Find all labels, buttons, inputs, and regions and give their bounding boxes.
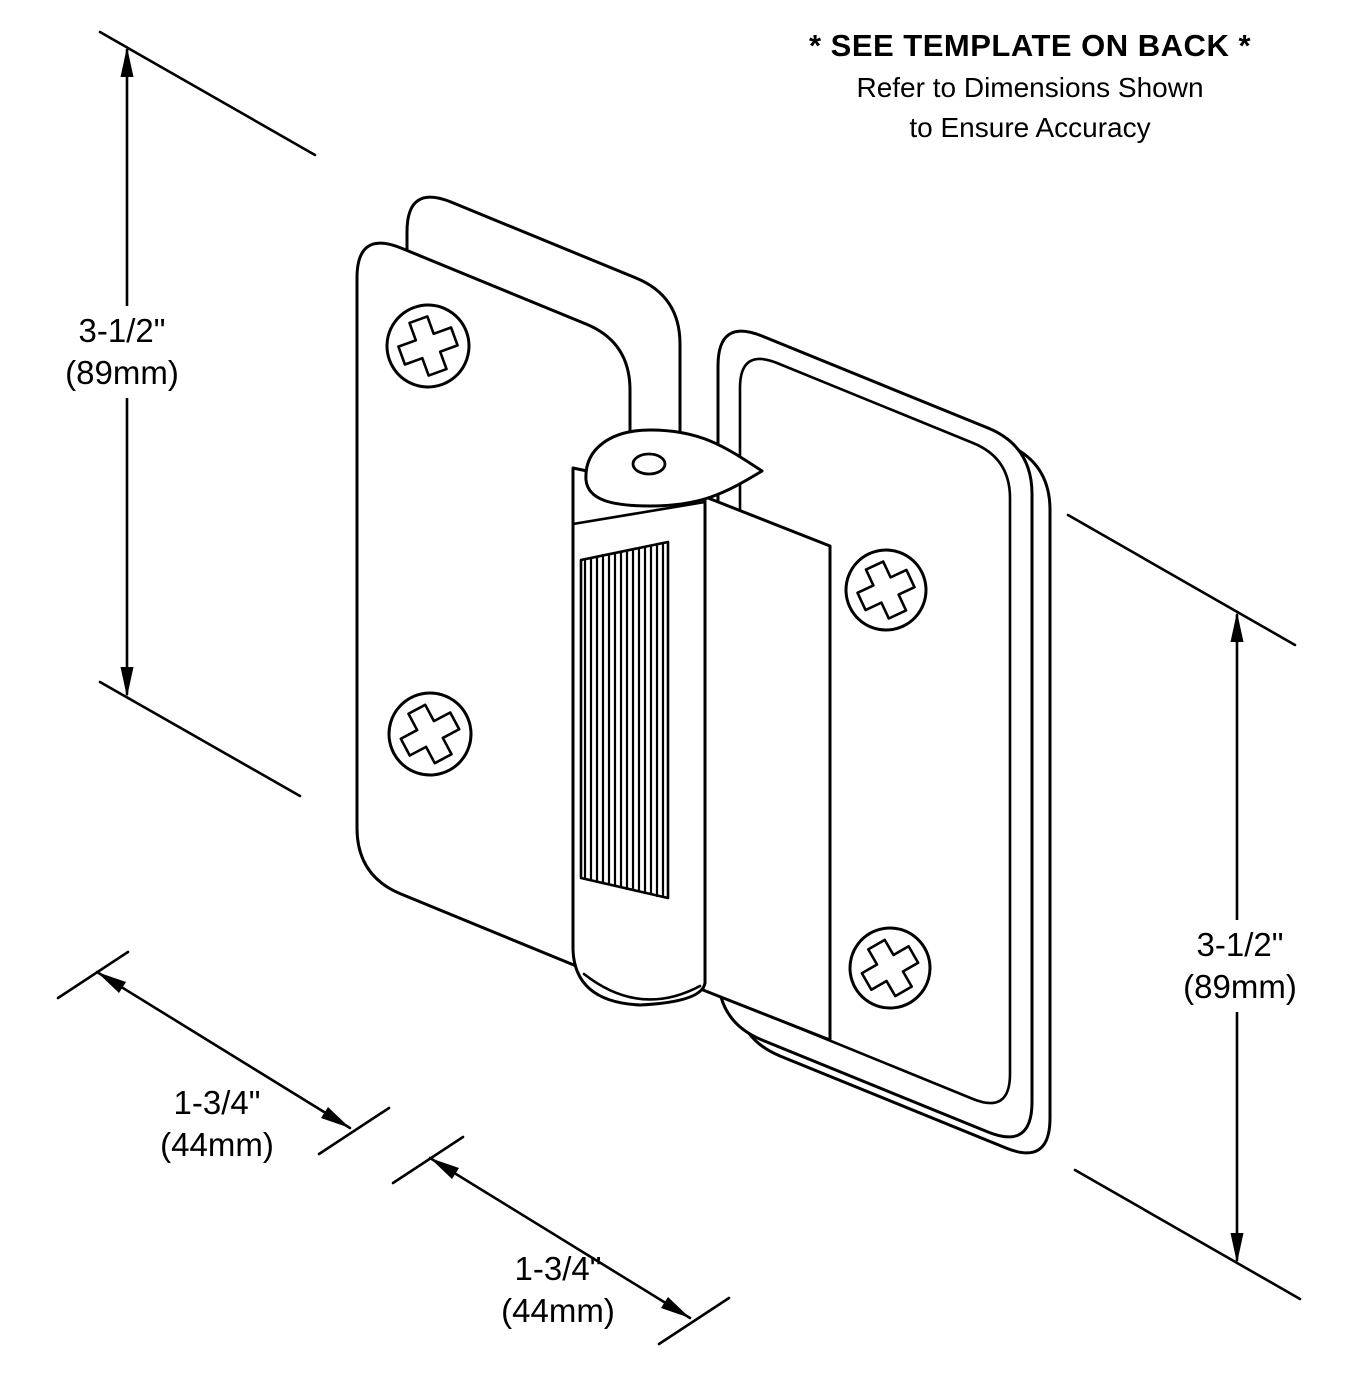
screw-head-icon	[848, 926, 932, 1010]
phillips-cross-icon	[860, 938, 920, 998]
extension-tick	[657, 1296, 731, 1346]
dimension-value: 1-3/4"	[514, 1250, 602, 1287]
dimension-metric: (44mm)	[160, 1126, 274, 1164]
dimension-right-height	[1066, 513, 1302, 1301]
pivot-hole-icon	[631, 452, 667, 476]
arrowhead	[97, 972, 126, 993]
arrowhead	[661, 1297, 690, 1318]
dimension-bottom-left-width	[56, 950, 391, 1156]
door-plate-screw-bottom	[848, 926, 932, 1010]
dimension-value: 1-3/4"	[173, 1084, 261, 1121]
barrel-neck-line	[571, 500, 707, 526]
dimension-value: 3-1/2"	[1196, 926, 1284, 963]
wall-plate-screw-top	[385, 303, 471, 389]
dimension-label-bottom-left-width: 1-3/4" (44mm)	[132, 1082, 302, 1166]
screw-head-icon	[844, 548, 928, 632]
screw-head-icon	[387, 691, 473, 777]
note-line-1: * SEE TEMPLATE ON BACK *	[808, 28, 1252, 63]
dimension-line	[428, 1156, 692, 1320]
arrowhead	[1230, 1233, 1244, 1263]
arrowhead	[430, 1158, 459, 1179]
note-line-2: Refer to Dimensions Shown	[856, 72, 1204, 103]
screw-head-icon	[385, 303, 471, 389]
dimension-bottom-center-width	[391, 1135, 731, 1346]
door-plate-knuckle	[701, 494, 832, 1042]
extension-line	[98, 30, 317, 157]
extension-line	[98, 680, 302, 798]
dimension-value: 3-1/2"	[78, 312, 166, 349]
wall-plate-screw-bottom	[387, 691, 473, 777]
dimension-metric: (89mm)	[1183, 968, 1297, 1006]
barrel-bottom-rim	[582, 972, 702, 1001]
dimension-line	[95, 970, 352, 1130]
dimension-metric: (89mm)	[65, 354, 179, 392]
extension-tick	[391, 1135, 465, 1185]
template-note: * SEE TEMPLATE ON BACK * Refer to Dimens…	[770, 28, 1290, 144]
arrowhead	[120, 47, 134, 77]
extension-tick	[317, 1106, 391, 1156]
arrowhead	[1230, 612, 1244, 642]
knurl-lines	[583, 541, 665, 899]
dimension-label-left-height: 3-1/2" (89mm)	[38, 306, 206, 399]
extension-tick	[56, 950, 130, 1000]
phillips-cross-icon	[397, 315, 459, 377]
phillips-cross-icon	[399, 703, 461, 765]
door-plate-screw-top	[844, 548, 928, 632]
extension-line	[1073, 1168, 1302, 1301]
dimension-label-right-height: 3-1/2" (89mm)	[1150, 920, 1330, 1013]
dimension-label-bottom-center-width: 1-3/4" (44mm)	[468, 1248, 648, 1332]
dimension-metric: (44mm)	[501, 1292, 615, 1330]
phillips-cross-icon	[856, 560, 916, 620]
arrowhead	[321, 1107, 350, 1128]
arrowhead	[120, 667, 134, 697]
extension-line	[1066, 513, 1297, 647]
dimension-left-height	[98, 30, 317, 798]
pivot-cap	[584, 428, 764, 508]
note-line-3: to Ensure Accuracy	[909, 112, 1151, 143]
